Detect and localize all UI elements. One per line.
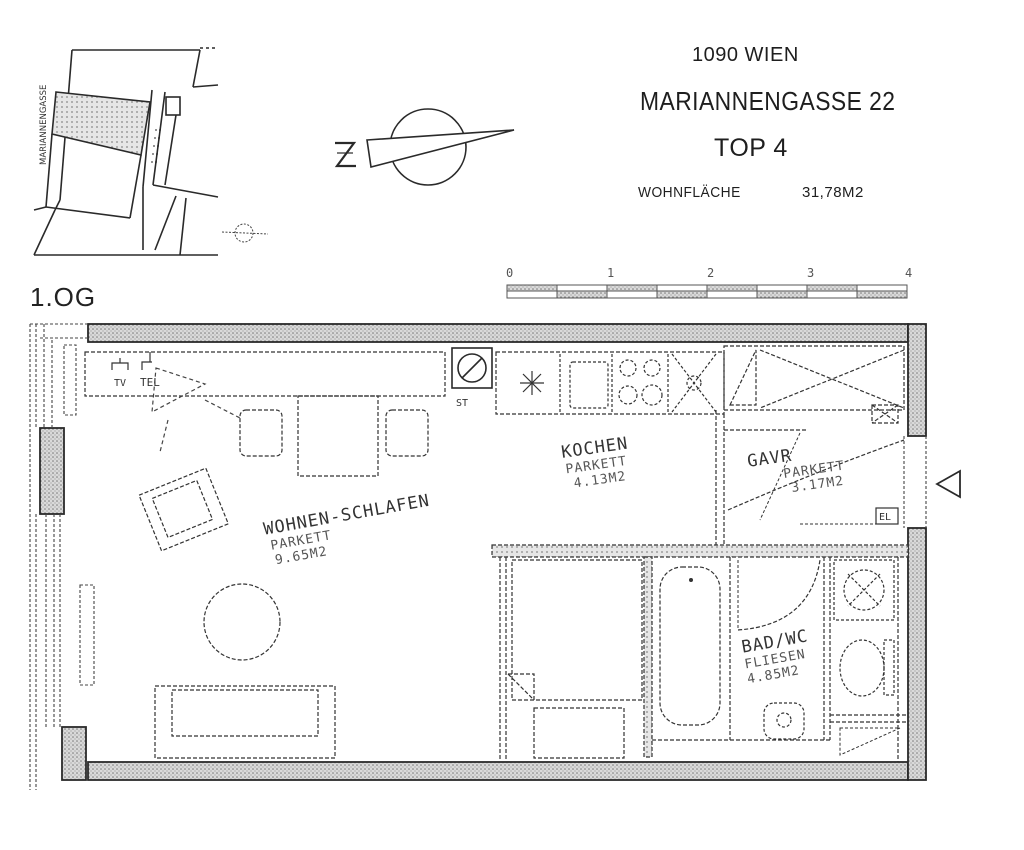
tel-outlet-label: TEL bbox=[140, 376, 160, 389]
living-area-label: WOHNFLÄCHE bbox=[638, 184, 741, 201]
round-table bbox=[203, 583, 281, 661]
electric-panel-label: EL bbox=[879, 512, 891, 523]
exterior-walls bbox=[39, 323, 927, 781]
scale-bar bbox=[506, 284, 908, 299]
scale-tick-3: 3 bbox=[807, 266, 815, 280]
boiler-label: ST bbox=[456, 398, 468, 409]
tv-tel-outlets bbox=[111, 352, 152, 370]
street-address: MARIANNENGASSE 22 bbox=[640, 86, 896, 116]
scale-tick-0: 0 bbox=[506, 266, 514, 280]
scale-tick-2: 2 bbox=[707, 266, 715, 280]
site-compass-icon bbox=[221, 223, 269, 243]
site-street-label: MARIANNENGASSE bbox=[39, 85, 49, 165]
wardrobe bbox=[729, 349, 905, 424]
washing-machine bbox=[833, 559, 895, 621]
entrance-arrow-icon bbox=[935, 469, 961, 499]
interior-walls bbox=[84, 345, 909, 762]
electric-panel bbox=[875, 507, 899, 525]
window-swing bbox=[151, 367, 241, 453]
left-facade-windows bbox=[29, 323, 95, 790]
boiler-icon bbox=[451, 347, 493, 389]
entrance-door-swing bbox=[727, 439, 905, 511]
site-plan bbox=[33, 47, 219, 256]
armchair bbox=[138, 467, 230, 552]
washbasin bbox=[839, 639, 895, 697]
scale-tick-4: 4 bbox=[905, 266, 913, 280]
closet bbox=[507, 559, 643, 759]
room-kochen: KOCHEN PARKETT 4.13M2 bbox=[560, 434, 634, 493]
kitchen-fixtures bbox=[520, 353, 717, 413]
north-arrow-icon bbox=[334, 108, 515, 186]
city-label: 1090 WIEN bbox=[692, 44, 799, 66]
sofa bbox=[154, 685, 336, 759]
dining-table bbox=[239, 395, 429, 477]
unit-number: TOP 4 bbox=[714, 134, 788, 162]
scale-tick-1: 1 bbox=[607, 266, 615, 280]
bath-door-swing bbox=[737, 559, 821, 631]
living-area-value: 31,78M2 bbox=[802, 184, 864, 201]
floor-label: 1.OG bbox=[30, 282, 97, 312]
bathtub bbox=[659, 566, 721, 726]
toilet bbox=[763, 702, 805, 740]
tv-outlet-label: TV bbox=[114, 378, 126, 389]
entrance-frame bbox=[903, 436, 927, 528]
